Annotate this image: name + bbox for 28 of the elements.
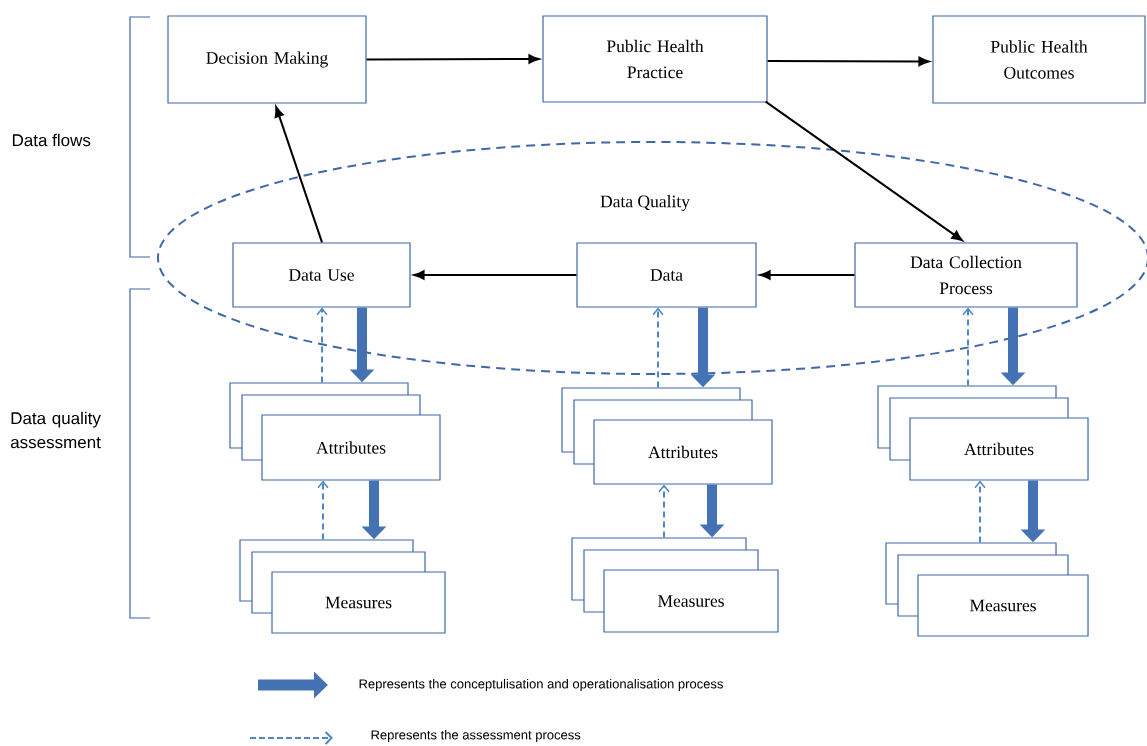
process-box: Data Use	[232, 242, 411, 308]
stacked-boxes: Measures	[885, 542, 1089, 637]
process-box: Public Health Outcomes	[932, 15, 1146, 104]
side-label: Data quality assessment	[10, 411, 101, 449]
legend-text: Represents the assessment process	[371, 729, 581, 743]
stacked-boxes: Attributes	[229, 382, 441, 481]
arrow	[766, 56, 930, 67]
process-box: Data	[576, 242, 757, 308]
arrow	[759, 270, 856, 280]
stacked-boxes: Attributes	[561, 387, 773, 485]
legend-text: Represents the conceptulisation and operationalisation process	[359, 678, 723, 692]
stacked-boxes: Measures	[571, 537, 779, 633]
arrow	[274, 106, 323, 244]
dashed-arrow	[962, 307, 974, 387]
side-label: Data flows	[12, 133, 91, 147]
arrow	[365, 54, 540, 64]
process-box: Data Collection Process	[854, 242, 1078, 308]
dashed-arrow	[652, 307, 664, 389]
arrow	[413, 270, 578, 280]
dashed-arrow	[658, 484, 670, 539]
process-box: Public Health Practice	[542, 15, 768, 103]
stacked-boxes: Measures	[239, 539, 446, 634]
arrow	[764, 100, 963, 242]
process-box: Decision Making	[167, 15, 367, 104]
dashed-arrow	[316, 307, 328, 384]
dashed-arrow	[974, 480, 986, 544]
stacked-boxes: Attributes	[877, 385, 1089, 481]
dashed-arrow	[317, 480, 329, 541]
